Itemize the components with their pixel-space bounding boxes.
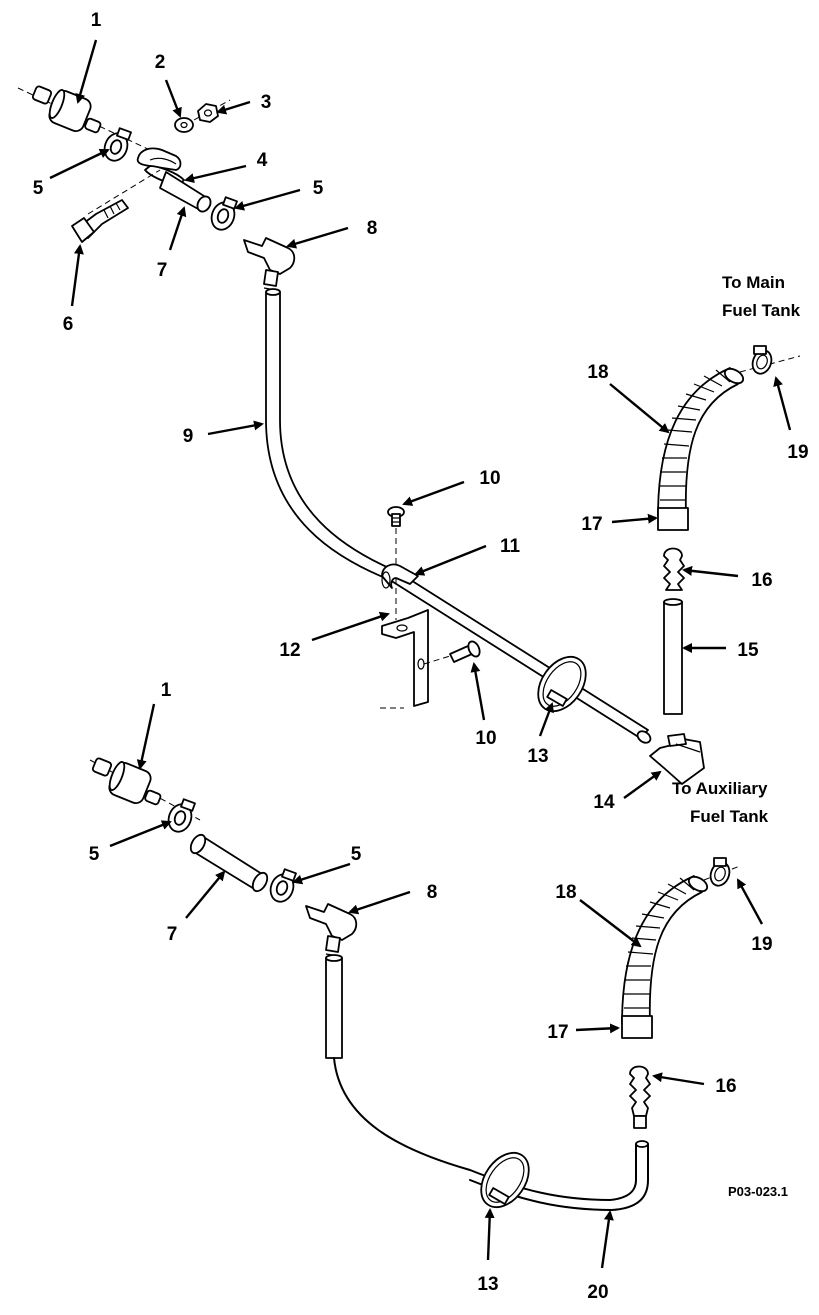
nut-part: [197, 103, 219, 123]
callout-11: 11: [500, 536, 521, 557]
elbow-fitting-part: [243, 237, 296, 291]
mounting-bracket-part: [381, 609, 429, 707]
callout-5: 5: [89, 844, 100, 865]
corrugated-hose-part: [657, 367, 745, 531]
callout-7: 7: [167, 924, 178, 945]
hose-clamp-part: [103, 127, 132, 162]
callout-18: 18: [555, 882, 576, 903]
callout-8: 8: [427, 882, 438, 903]
callout-17: 17: [581, 514, 602, 535]
hose-clamp-part: [167, 798, 196, 833]
screw-part: [387, 506, 405, 527]
callout-16: 16: [715, 1076, 736, 1097]
washer-part: [174, 117, 194, 133]
aux-tank-caption-line1: To Auxiliary: [672, 779, 768, 798]
hose-clamp-part: [709, 857, 731, 887]
bolt-part: [71, 199, 129, 243]
callout-5: 5: [351, 844, 362, 865]
hose-clamp-part: [210, 196, 238, 231]
hose-clamp-part: [269, 868, 297, 903]
fuel-filter-part: [31, 85, 102, 134]
hose-clamp-part: [751, 345, 773, 375]
callout-10: 10: [479, 468, 500, 489]
callout-12: 12: [279, 640, 300, 661]
callout-18: 18: [587, 362, 608, 383]
aux-tank-caption-line2: Fuel Tank: [690, 807, 769, 826]
callout-2: 2: [155, 52, 166, 73]
upper-assembly: [17, 85, 296, 291]
callout-16: 16: [751, 570, 772, 591]
callout-8: 8: [367, 218, 378, 239]
screw-part: [449, 640, 481, 663]
callout-13: 13: [477, 1274, 498, 1295]
callout-13: 13: [527, 746, 548, 767]
loop-clamp-part: [537, 655, 587, 713]
callout-15: 15: [737, 640, 759, 661]
callout-7: 7: [157, 260, 168, 281]
figure-id: P03-023.1: [728, 1184, 788, 1199]
main-tank-caption-line2: Fuel Tank: [722, 301, 801, 320]
leader-arrows: [49, 39, 792, 1269]
captions: To Main Fuel Tank To Auxiliary Fuel Tank…: [672, 273, 801, 1199]
short-hose-part: [663, 598, 683, 715]
callout-3: 3: [261, 92, 272, 113]
callout-1: 1: [161, 680, 172, 701]
callout-19: 19: [751, 934, 772, 955]
callout-4: 4: [257, 150, 268, 171]
tee-fitting-part: [649, 733, 705, 785]
callout-5: 5: [313, 178, 324, 199]
cushion-clamp-part: [381, 563, 419, 589]
hose-part: [189, 833, 269, 893]
callout-6: 6: [63, 314, 74, 335]
barb-fitting-part: [629, 1065, 651, 1129]
barb-fitting-part: [663, 547, 685, 591]
corrugated-hose-part: [621, 875, 709, 1039]
callout-20: 20: [587, 1282, 608, 1303]
main-tank-caption-line1: To Main: [722, 273, 785, 292]
callout-14: 14: [593, 792, 615, 813]
hose-part: [159, 171, 212, 213]
elbow-fitting-part: [305, 903, 358, 957]
callout-5: 5: [33, 178, 44, 199]
callout-labels: 1 2 3 4 5 5 6 7 8 9 10 11 12 10 13 14 15…: [33, 10, 809, 1303]
fuel-filter-part: [91, 757, 162, 806]
callout-1: 1: [91, 10, 102, 31]
callout-19: 19: [787, 442, 808, 463]
callout-17: 17: [547, 1022, 568, 1043]
callout-10: 10: [475, 728, 496, 749]
fuel-line-part: [265, 288, 652, 744]
loop-clamp-part: [480, 1151, 530, 1209]
callout-9: 9: [183, 426, 194, 447]
